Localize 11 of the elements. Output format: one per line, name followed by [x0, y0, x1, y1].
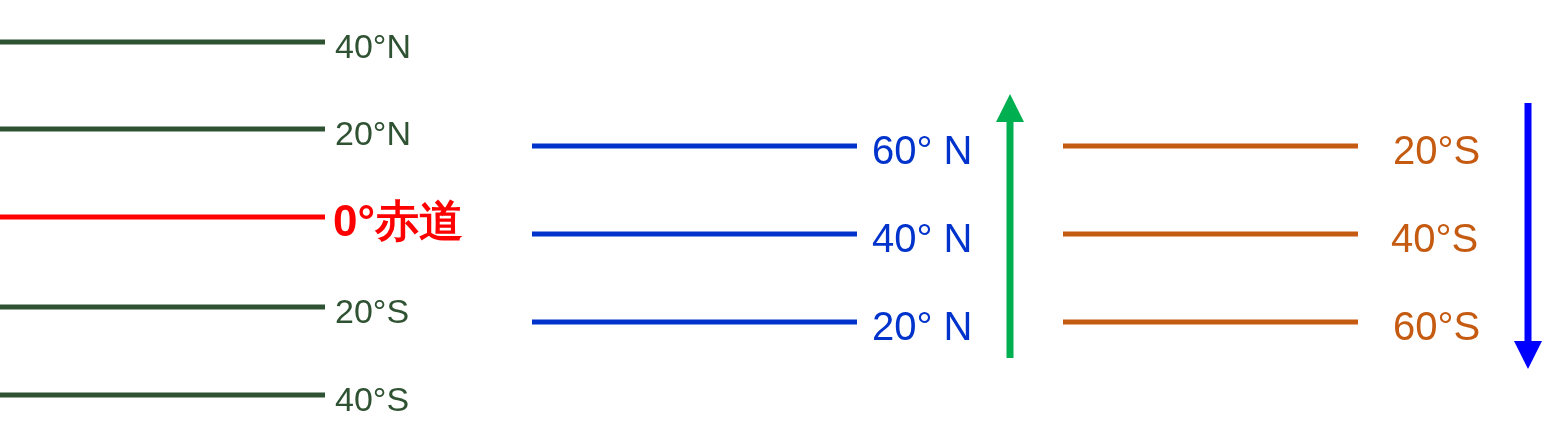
latitude-label: 40°S	[1391, 218, 1479, 258]
latitude-label: 40° N	[872, 218, 973, 258]
equator-label: 0°赤道	[333, 199, 464, 243]
latitude-label: 60°S	[1393, 306, 1481, 346]
latitude-label: 20°S	[1393, 130, 1481, 170]
latitude-label: 20° N	[872, 306, 973, 346]
latitude-label: 40°N	[335, 29, 411, 63]
latitude-label: 20°N	[335, 116, 411, 150]
latitude-label: 60° N	[872, 130, 973, 170]
latitude-label: 20°S	[335, 294, 410, 328]
latitude-label: 40°S	[335, 382, 410, 416]
